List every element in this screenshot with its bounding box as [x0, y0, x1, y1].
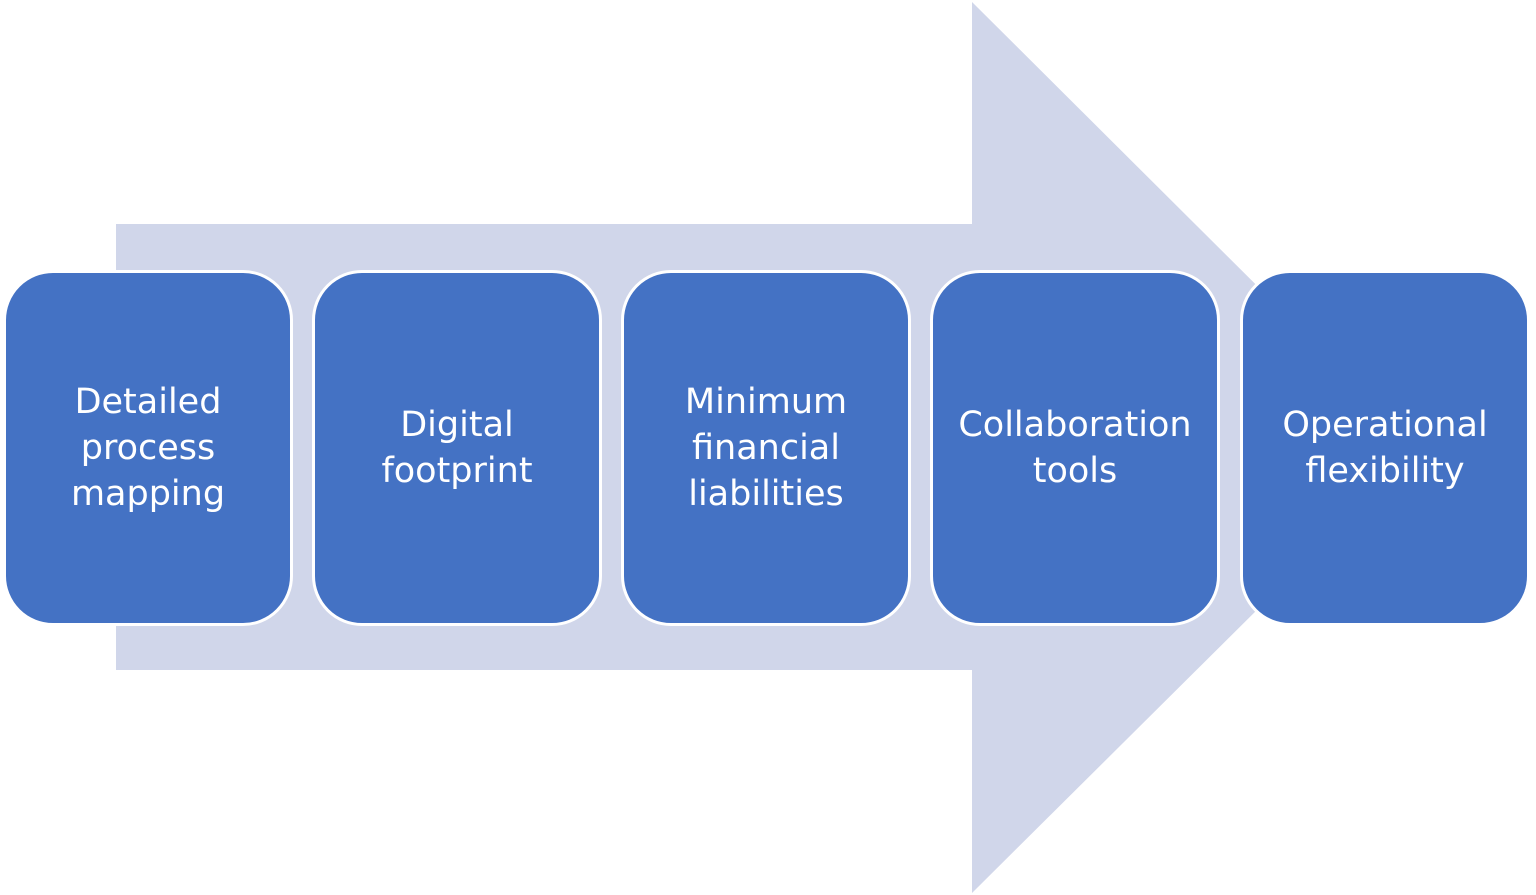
step-box-4: Collaboration tools [930, 270, 1220, 626]
step-2-line-2: footprint [381, 451, 533, 491]
step-3-line-2: financial [691, 428, 840, 468]
step-box-1: Detailed process mapping [3, 270, 293, 626]
step-3-line-1: Minimum [684, 382, 848, 422]
step-label-3: Minimum financial liabilities [671, 379, 861, 517]
step-label-1: Detailed process mapping [57, 379, 239, 517]
step-label-5: Operational flexibility [1268, 402, 1501, 494]
step-1-line-2: process [80, 428, 216, 468]
step-label-2: Digital footprint [367, 402, 546, 494]
step-2-line-1: Digital [400, 405, 514, 445]
step-box-2: Digital footprint [312, 270, 602, 626]
step-box-5: Operational flexibility [1240, 270, 1530, 626]
step-1-line-1: Detailed [74, 382, 222, 422]
step-3-line-3: liabilities [688, 474, 844, 514]
step-1-line-3: mapping [70, 474, 226, 514]
step-5-line-1: Operational [1282, 405, 1488, 445]
step-4-line-2: tools [1032, 451, 1118, 491]
step-box-3: Minimum financial liabilities [621, 270, 911, 626]
step-5-line-2: flexibility [1305, 451, 1465, 491]
step-label-4: Collaboration tools [944, 402, 1205, 494]
step-4-line-1: Collaboration [958, 405, 1192, 445]
